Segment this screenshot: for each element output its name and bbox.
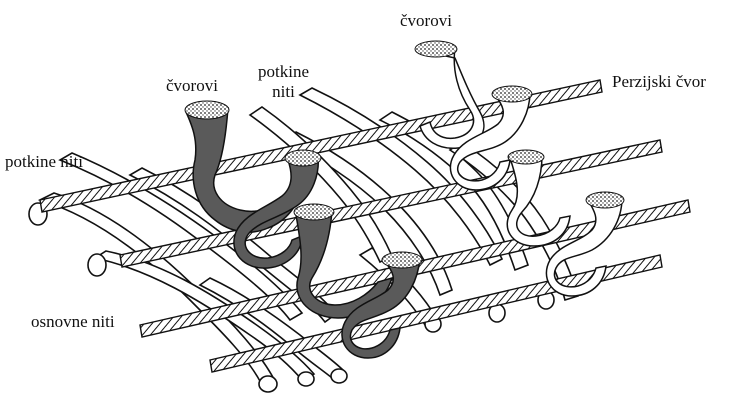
tuft [415, 41, 457, 57]
warp-label: osnovne niti [31, 312, 115, 331]
warp-end [259, 376, 277, 392]
tuft [492, 86, 532, 102]
tuft [508, 150, 544, 164]
tuft [185, 101, 229, 119]
knots-label-left: čvorovi [166, 76, 218, 95]
warp-end [331, 369, 347, 383]
weft-label-left: potkine niti [5, 152, 83, 171]
tuft [586, 192, 624, 208]
weft-label-middle: potkine niti [258, 62, 309, 102]
tuft [294, 204, 334, 220]
persian-knot-label: Perzijski čvor [612, 72, 706, 91]
knot [418, 48, 484, 148]
knots-label-top: čvorovi [400, 11, 452, 30]
weft-label-middle-line1: potkine [258, 62, 309, 82]
tuft [382, 252, 422, 268]
tuft [285, 150, 321, 166]
warp-end [88, 254, 106, 276]
weft-label-middle-line2: niti [258, 82, 309, 102]
warp-end [298, 372, 314, 386]
